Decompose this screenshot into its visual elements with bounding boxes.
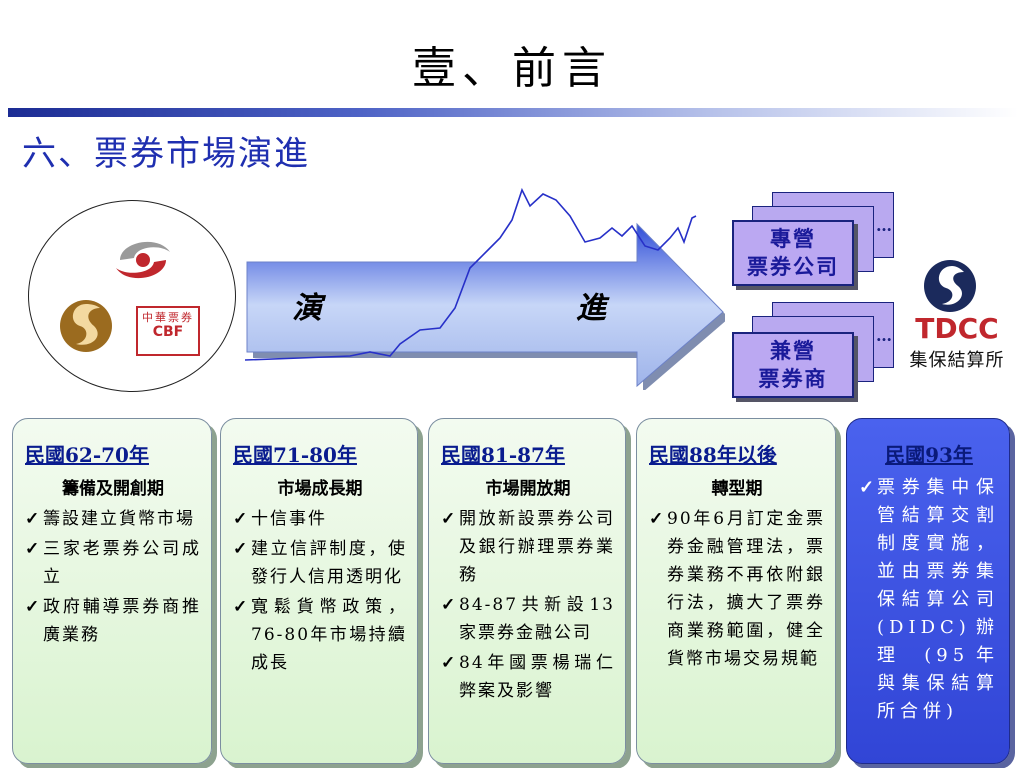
period-item: 籌設建立貨幣市場 [25,505,201,533]
arrow-label-right: 進 [576,291,606,326]
period-label: 民國81-87年 [441,443,565,467]
period-item: 90年6月訂定金票券金融管理法，票券業務不再依附銀行法，擴大了票券商業務範圍，健… [649,505,825,673]
tdcc-logo-icon [924,260,976,312]
page-title: 壹、前言 [412,43,612,94]
gold-coin-logo-icon [60,300,112,352]
period-label: 民國88年以後 [649,443,777,467]
period-item: 三家老票券公司成立 [25,535,201,591]
concurrent-card-line2: 票券商 [758,366,828,391]
concurrent-ellipsis: … [876,326,892,345]
period-stage: 籌備及開創期 [62,479,164,499]
concurrent-card-line1: 兼營 [770,338,816,363]
period-stage: 轉型期 [711,479,763,499]
specialized-dealer-card: 專營 票券公司 [732,220,854,286]
period-box-4: 民國88年以後 轉型期 90年6月訂定金票券金融管理法，票券業務不再依附銀行法，… [636,418,836,764]
cbf-logo-english: CBF [152,324,184,340]
cbf-logo: 中華票券 CBF [136,306,200,356]
period-item: 建立信評制度，使發行人信用透明化 [233,535,407,591]
period-item: 票券集中保管結算交割制度實施，並由票券集保結算公司 (DIDC)辦理 (95年與… [859,474,999,726]
title-underline-bar [8,108,1018,117]
period-item: 84年國票楊瑞仁弊案及影響 [441,649,615,705]
period-box-3: 民國81-87年 市場開放期 開放新設票券公司及銀行辦理票券業務 84-87共新… [428,418,626,764]
period-label: 民國71-80年 [233,443,357,467]
period-box-5: 民國93年 票券集中保管結算交割制度實施，並由票券集保結算公司 (DIDC)辦理… [846,418,1010,764]
period-item: 寬鬆貨幣政策，76-80年市場持續成長 [233,593,407,677]
period-box-1: 民國62-70年 籌備及開創期 籌設建立貨幣市場 三家老票券公司成立 政府輔導票… [12,418,212,764]
period-item: 十信事件 [233,505,407,533]
red-swirl-logo-icon [116,241,170,279]
concurrent-dealer-card: 兼營 票券商 [732,332,854,398]
period-label: 民國93年 [885,443,973,467]
tdcc-logo-subtext: 集保結算所 [909,350,1005,371]
specialized-ellipsis: … [876,216,892,235]
period-stage: 市場成長期 [277,479,363,499]
specialized-card-line1: 專營 [770,226,816,251]
specialized-card-line2: 票券公司 [747,254,839,279]
arrow-label-left: 演 [292,291,322,326]
period-item: 84-87共新設13家票券金融公司 [441,591,615,647]
evolution-arrow [246,222,725,390]
market-trend-line [244,187,697,361]
legacy-companies-circle [28,200,236,392]
period-item: 政府輔導票券商推廣業務 [25,593,201,649]
period-label: 民國62-70年 [25,443,149,467]
period-stage: 市場開放期 [485,479,571,499]
period-item: 開放新設票券公司及銀行辦理票券業務 [441,505,615,589]
tdcc-logo-text: TDCC [915,312,999,345]
section-subtitle: 六、票券市場演進 [22,134,310,174]
period-box-2: 民國71-80年 市場成長期 十信事件 建立信評制度，使發行人信用透明化 寬鬆貨… [220,418,418,764]
cbf-logo-chinese: 中華票券 [142,311,194,324]
